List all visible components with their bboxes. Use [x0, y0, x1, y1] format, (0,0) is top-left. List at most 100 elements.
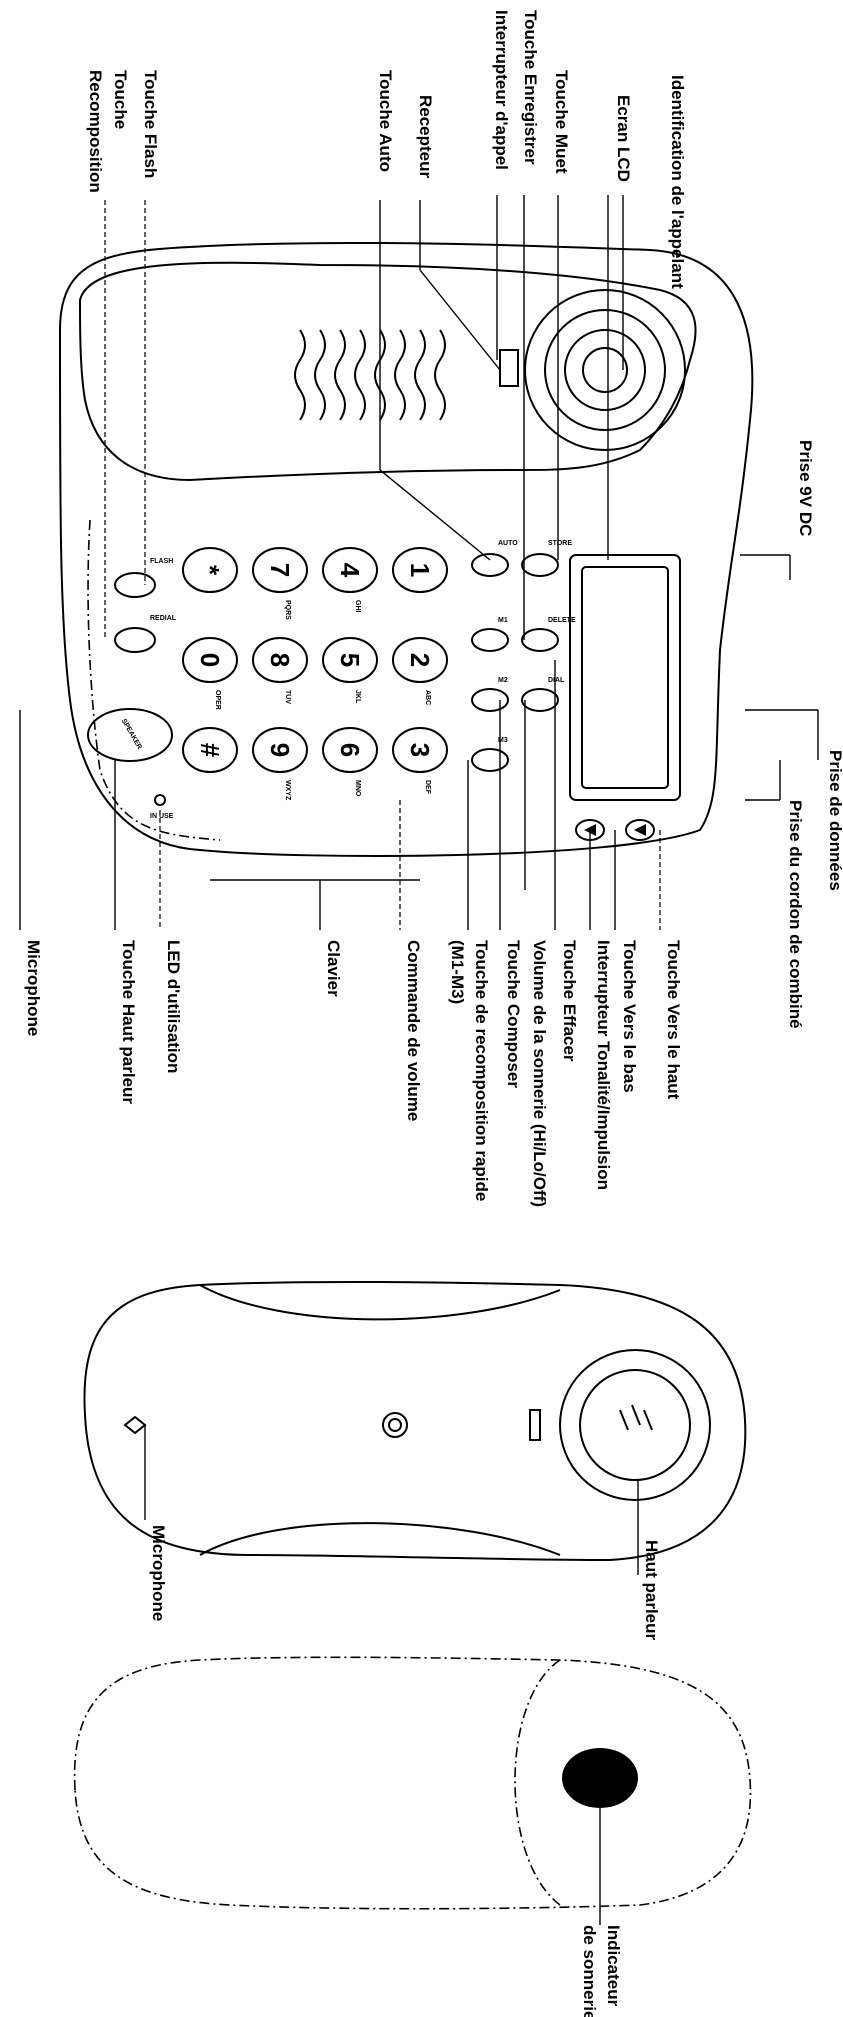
label-hook: Interrupteur d'appel	[492, 10, 511, 170]
dial-small-label: DIAL	[548, 677, 565, 684]
key-1[interactable]: 1	[392, 547, 448, 593]
key-star[interactable]: *	[182, 547, 238, 593]
label-ring-indicator-line1: Indicateur	[604, 1925, 623, 2007]
m3-small-label: M3	[498, 737, 508, 744]
auto-small-label: AUTO	[498, 540, 518, 547]
receiver-circle	[524, 289, 686, 451]
key-6-label: 6	[335, 743, 365, 757]
key-2-label: 2	[405, 653, 435, 667]
label-handset-speaker: Haut parleur	[642, 1540, 661, 1641]
label-auto: Touche Auto	[376, 70, 395, 172]
label-led: LED d'utilisation	[164, 940, 183, 1073]
label-delete: Touche Effacer	[560, 940, 579, 1062]
delete-button[interactable]: DELETE	[521, 617, 576, 652]
label-tone-pulse: Interrupteur Tonalité/Impulsion	[594, 940, 613, 1190]
label-dc-jack: Prise 9V DC	[796, 440, 815, 536]
key-2-sublabel: ABC	[424, 690, 431, 705]
label-microphone: Microphone	[24, 940, 43, 1036]
label-mute: Touche Muet	[552, 70, 571, 174]
up-button[interactable]	[625, 819, 655, 841]
label-data-jack: Prise de données	[826, 750, 843, 891]
label-volume: Commande de volume	[404, 940, 423, 1121]
key-3-label: 3	[405, 743, 435, 757]
key-0-label: 0	[195, 653, 225, 667]
key-9-label: 9	[265, 743, 295, 757]
label-receiver: Recepteur	[416, 95, 435, 179]
redial-button[interactable]: REDIAL	[114, 615, 177, 653]
handset-back: Indicateur de sonnerie	[73, 1656, 752, 2017]
top-labels: Identification de l'appelant Ecran LCD T…	[86, 10, 815, 536]
key-3[interactable]: 3	[392, 727, 448, 773]
key-0[interactable]: 0	[182, 637, 238, 683]
key-8-sublabel: TUV	[284, 690, 291, 704]
handset-front: Haut parleur Microphone	[83, 1280, 747, 1641]
key-3-sublabel: DEF	[424, 780, 431, 795]
key-8[interactable]: 8	[252, 637, 308, 683]
label-handset-jack: Prise du cordon de combiné	[786, 800, 805, 1029]
key-hash[interactable]: #	[182, 727, 238, 773]
m3-button[interactable]: M3	[471, 737, 509, 772]
bottom-labels: Prise de données Prise du cordon de comb…	[24, 750, 843, 1207]
label-keypad: Clavier	[324, 940, 343, 997]
m2-button[interactable]: M2	[471, 677, 509, 712]
label-speed-dial-line1: Touche de recomposition rapide	[472, 940, 491, 1201]
in-use-small-label: IN USE	[150, 813, 174, 820]
label-record: Touche Enregistrer	[521, 10, 540, 165]
key-4[interactable]: 4	[322, 547, 378, 593]
handset-speaker	[559, 1349, 711, 1501]
key-6[interactable]: 6	[322, 727, 378, 773]
m1-small-label: M1	[498, 617, 508, 624]
label-redial-line2: Recomposition	[86, 70, 105, 193]
handset-mic-hole	[123, 1415, 147, 1435]
key-2[interactable]: 2	[392, 637, 448, 683]
key-7-sublabel: PQRS	[284, 600, 291, 620]
key-7-label: 7	[265, 563, 295, 577]
in-use-led: IN USE	[150, 794, 174, 820]
label-speed-dial-line2: (M1-M3)	[448, 940, 467, 1004]
dial-button[interactable]: DIAL	[521, 677, 565, 712]
label-handset-microphone: Microphone	[149, 1525, 168, 1621]
key-hash-label: #	[195, 743, 225, 758]
label-flash: Touche Flash	[141, 70, 160, 178]
keypad: 1 2 3 4 5 6 7 8 9 * 0 # ABC DEF GHI JKL …	[182, 547, 448, 801]
speaker-small-label: SPEAKER	[120, 718, 143, 751]
lcd-screen	[569, 554, 681, 801]
label-speaker-key: Touche Haut parleur	[119, 940, 138, 1104]
label-down: Touche Vers le bas	[620, 940, 639, 1093]
key-9-sublabel: WXYZ	[284, 780, 291, 801]
key-4-label: 4	[335, 563, 365, 578]
m2-small-label: M2	[498, 677, 508, 684]
base-unit: STORE AUTO DELETE M1 M2 DIAL M3 1 2 3 4 …	[58, 241, 754, 857]
speaker-button[interactable]: SPEAKER	[87, 708, 173, 762]
key-8-label: 8	[265, 653, 295, 667]
leader-lines	[19, 195, 819, 930]
hook-switch	[499, 349, 519, 387]
speaker-grille	[294, 329, 446, 421]
store-small-label: STORE	[548, 540, 572, 547]
key-5[interactable]: 5	[322, 637, 378, 683]
label-caller-id: Identification de l'appelant	[668, 75, 687, 289]
key-6-sublabel: MNO	[354, 780, 361, 797]
label-dial: Touche Composer	[504, 940, 523, 1088]
key-9[interactable]: 9	[252, 727, 308, 773]
label-redial-line1: Touche	[111, 70, 130, 129]
key-1-label: 1	[405, 563, 435, 577]
redial-small-label: REDIAL	[150, 615, 177, 622]
handset-button[interactable]	[382, 1412, 408, 1438]
key-0-sublabel: OPER	[214, 690, 221, 710]
key-star-label: *	[195, 565, 225, 576]
delete-small-label: DELETE	[548, 617, 576, 624]
flash-button[interactable]: FLASH	[114, 558, 173, 598]
label-ring-indicator-line2: de sonnerie	[580, 1925, 599, 2017]
store-button[interactable]: STORE	[521, 540, 572, 577]
label-up: Touche Vers le haut	[664, 940, 683, 1100]
m1-button[interactable]: M1	[471, 617, 509, 652]
label-lcd: Ecran LCD	[614, 95, 633, 182]
label-ringer-volume: Volume de la sonnerie (Hi/Lo/Off)	[530, 940, 549, 1207]
ring-indicator	[562, 1748, 638, 1808]
key-7[interactable]: 7	[252, 547, 308, 593]
auto-button[interactable]: AUTO	[471, 540, 518, 577]
key-5-label: 5	[335, 653, 365, 667]
